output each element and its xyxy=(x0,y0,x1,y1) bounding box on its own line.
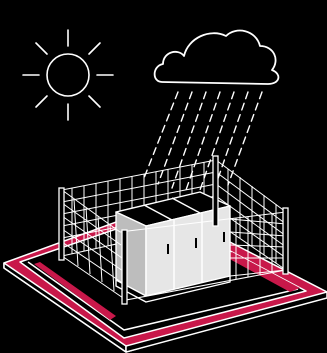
fence-post-front xyxy=(122,230,127,304)
fence-post-right xyxy=(283,208,288,274)
fence-post-left xyxy=(59,188,64,260)
fence-post-back xyxy=(213,156,218,226)
